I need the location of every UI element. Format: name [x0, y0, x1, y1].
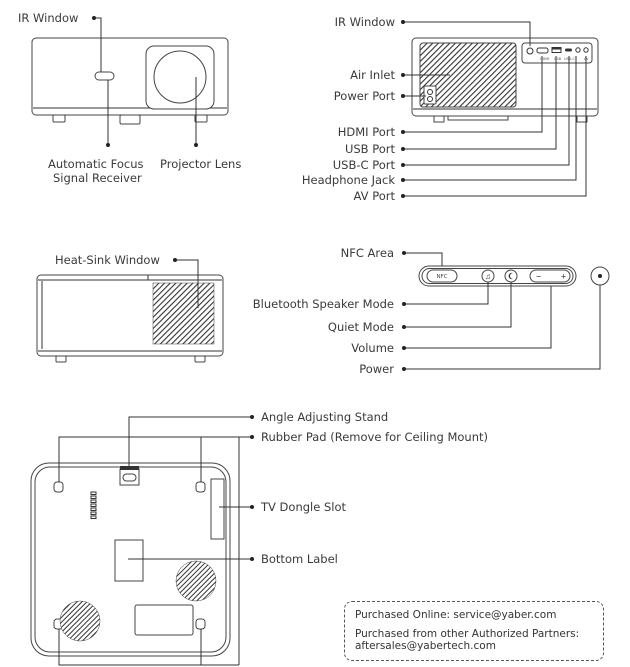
headphone-jack	[575, 47, 581, 53]
bottom-plate	[134, 604, 194, 636]
support-partners: Purchased from other Authorized Partners…	[355, 628, 593, 652]
label-usb-port: USB Port	[345, 142, 396, 156]
hdmi-port	[536, 47, 549, 54]
music-note-icon: ♫	[485, 272, 491, 281]
rubber-pad-top-left	[53, 481, 64, 493]
control-panel: NFC ♫ − + NFC Area Bluetooth Speaker Mod…	[253, 246, 610, 376]
label-quiet-mode: Quiet Mode	[328, 320, 394, 334]
side-foot-left	[55, 355, 67, 363]
svg-text:USB: USB	[554, 57, 562, 61]
rear-view: HDMI USB USB-C AV IR Window Air Inlet Po…	[302, 15, 599, 203]
side-view: Heat-Sink Window	[36, 253, 224, 363]
support-contact-box: Purchased Online: service@yaber.com Purc…	[344, 601, 604, 661]
usbc-port	[565, 48, 572, 52]
volume-plus: +	[561, 272, 566, 282]
tv-dongle-slot	[210, 478, 225, 540]
speaker-grille-right	[175, 560, 217, 602]
rear-foot-right	[576, 115, 588, 123]
speaker-grille-left	[59, 600, 101, 642]
label-heat-sink-window: Heat-Sink Window	[55, 253, 160, 267]
moon-icon	[508, 272, 513, 280]
label-auto-focus-line1: Automatic Focus	[48, 157, 143, 171]
quiet-mode-button[interactable]	[504, 269, 518, 283]
volume-minus: −	[536, 272, 541, 282]
support-partners-line1: Purchased from other Authorized Partners…	[355, 628, 580, 640]
front-view: IR Window Automatic Focus Signal Receive…	[18, 11, 241, 185]
label-nfc-area: NFC Area	[341, 246, 394, 260]
label-projector-lens: Projector Lens	[160, 157, 241, 171]
label-headphone-jack: Headphone Jack	[302, 173, 395, 187]
av-port	[583, 47, 589, 53]
label-bluetooth-speaker-mode: Bluetooth Speaker Mode	[253, 297, 394, 311]
label-bottom-label: Bottom Label	[261, 552, 338, 566]
nfc-badge-text: NFC	[436, 274, 447, 280]
label-ir-window-rear: IR Window	[335, 15, 395, 29]
label-power-port: Power Port	[334, 89, 396, 103]
svg-text:AV: AV	[584, 57, 589, 61]
projector-lens	[153, 50, 207, 104]
bottom-label-plate	[114, 539, 144, 582]
support-online: Purchased Online: service@yaber.com	[355, 609, 557, 621]
label-air-inlet: Air Inlet	[350, 68, 395, 82]
ir-window-front	[94, 71, 115, 81]
power-dot-icon	[598, 274, 602, 278]
front-foot-left	[52, 114, 66, 123]
label-usbc-port: USB-C Port	[333, 158, 396, 172]
rubber-pad-top-right	[195, 481, 206, 493]
label-tv-dongle-slot: TV Dongle Slot	[260, 500, 346, 514]
label-av-port: AV Port	[354, 189, 396, 203]
svg-text:HDMI: HDMI	[540, 57, 549, 61]
rubber-pad-bottom-right	[195, 618, 206, 630]
rear-foot-left	[433, 115, 445, 123]
label-rubber-pad: Rubber Pad (Remove for Ceiling Mount)	[261, 430, 488, 444]
volume-rocker[interactable]	[529, 269, 571, 283]
ir-window-rear	[526, 47, 534, 55]
front-foot-right	[194, 114, 208, 123]
front-center-stand	[119, 114, 141, 125]
label-volume: Volume	[351, 341, 394, 355]
label-ir-window-front: IR Window	[18, 11, 78, 25]
vent-slots	[90, 491, 97, 519]
label-angle-adjusting-stand: Angle Adjusting Stand	[261, 410, 388, 424]
support-partners-email: aftersales@yabertech.com	[355, 640, 496, 652]
label-power: Power	[359, 362, 394, 376]
bottom-view: Angle Adjusting Stand Rubber Pad (Remove…	[30, 410, 488, 666]
nfc-badge	[426, 269, 458, 283]
heat-sink-grille	[152, 282, 215, 345]
label-auto-focus-line2: Signal Receiver	[53, 171, 142, 185]
label-hdmi-port: HDMI Port	[338, 125, 396, 139]
side-foot-right	[194, 355, 206, 363]
svg-text:USB-C: USB-C	[564, 57, 575, 61]
